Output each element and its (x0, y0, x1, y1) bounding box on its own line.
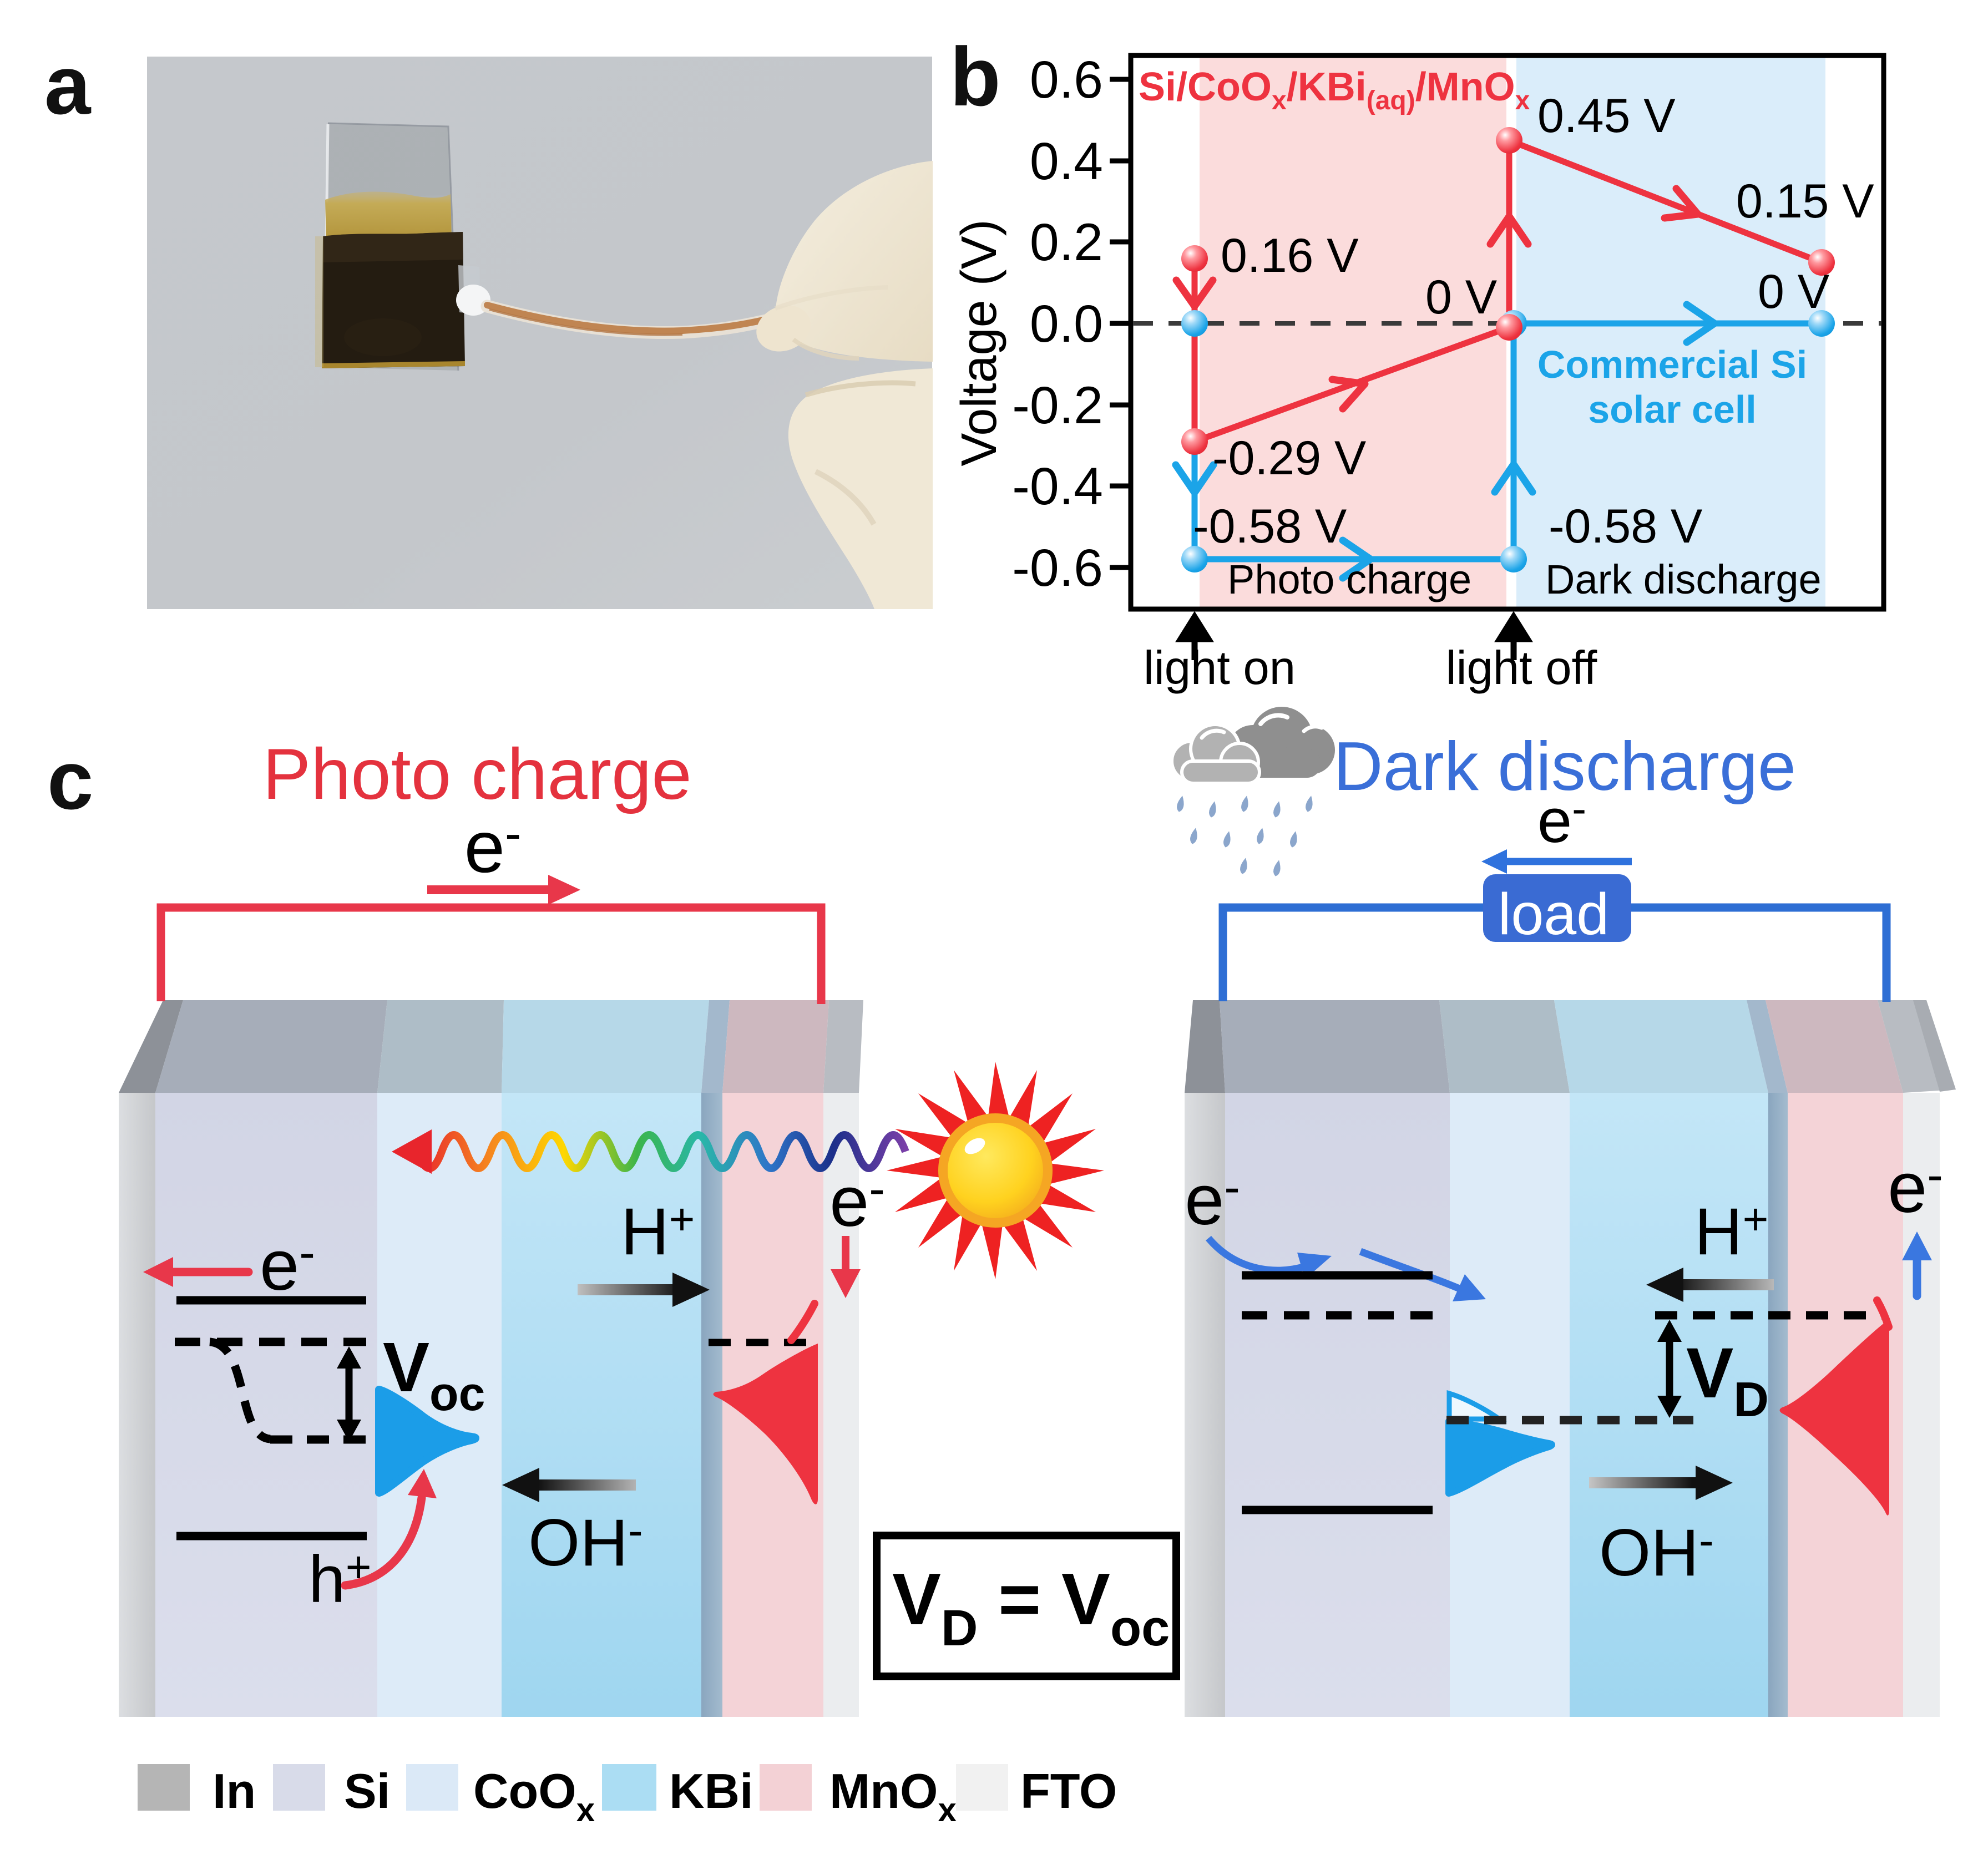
svg-text:0.0: 0.0 (1030, 295, 1103, 353)
svg-text:OH-: OH- (528, 1506, 643, 1580)
svg-text:-0.58 V: -0.58 V (1549, 500, 1702, 553)
svg-text:KBi: KBi (669, 1763, 753, 1818)
svg-text:Dark discharge: Dark discharge (1333, 728, 1796, 805)
svg-text:0.2: 0.2 (1030, 213, 1103, 272)
svg-text:e-: e- (464, 805, 522, 888)
svg-text:OH-: OH- (1599, 1516, 1714, 1590)
svg-text:0.16 V: 0.16 V (1221, 229, 1359, 282)
svg-text:b: b (950, 30, 1001, 123)
svg-text:0.15 V: 0.15 V (1736, 175, 1874, 228)
svg-text:-0.4: -0.4 (1012, 457, 1103, 516)
svg-text:0 V: 0 V (1425, 271, 1497, 324)
svg-text:solar cell: solar cell (1588, 388, 1757, 431)
svg-text:H+: H+ (621, 1194, 695, 1269)
svg-text:a: a (44, 38, 92, 131)
svg-text:-0.58 V: -0.58 V (1193, 500, 1347, 553)
svg-text:-0.29 V: -0.29 V (1212, 432, 1366, 485)
svg-text:0.45 V: 0.45 V (1537, 89, 1676, 143)
svg-text:Si: Si (344, 1763, 390, 1818)
svg-text:-0.2: -0.2 (1012, 376, 1103, 435)
svg-text:0.4: 0.4 (1030, 132, 1103, 191)
svg-text:Commercial Si: Commercial Si (1537, 343, 1807, 386)
svg-text:MnOx: MnOx (829, 1763, 957, 1828)
svg-text:Voltage (V): Voltage (V) (952, 219, 1007, 466)
svg-text:Si/CoOx/KBi(aq)/MnOx: Si/CoOx/KBi(aq)/MnOx (1139, 65, 1530, 115)
svg-text:light off: light off (1446, 642, 1597, 695)
svg-text:0 V: 0 V (1758, 265, 1829, 318)
svg-text:Photo charge: Photo charge (262, 733, 691, 814)
svg-text:Photo charge: Photo charge (1227, 556, 1471, 602)
svg-text:load: load (1498, 881, 1609, 947)
svg-text:Dark discharge: Dark discharge (1545, 556, 1822, 602)
svg-text:CoOx: CoOx (473, 1763, 595, 1828)
svg-text:0.6: 0.6 (1030, 50, 1103, 109)
svg-text:light on: light on (1144, 642, 1296, 695)
svg-text:In: In (213, 1763, 256, 1818)
svg-text:FTO: FTO (1020, 1763, 1117, 1818)
svg-text:c: c (47, 733, 93, 827)
svg-text:-0.6: -0.6 (1012, 539, 1103, 597)
